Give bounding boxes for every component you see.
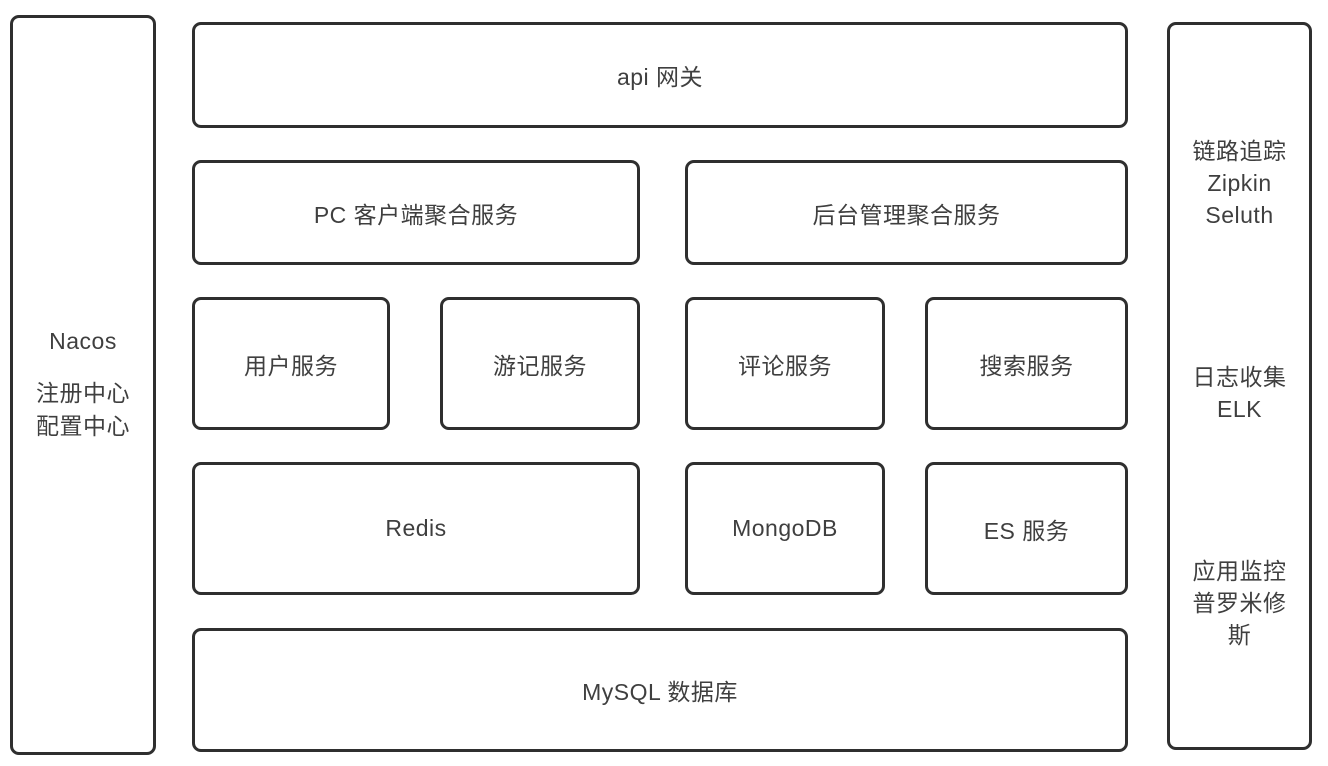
redis-label: Redis <box>385 515 447 541</box>
search-service-label: 搜索服务 <box>979 352 1074 379</box>
search-service-node: 搜索服务 <box>925 297 1128 430</box>
nacos-title: Nacos <box>49 327 117 354</box>
redis-node: Redis <box>192 462 640 595</box>
monitoring-group: 应用监控 普罗米修斯 <box>1188 555 1292 651</box>
mysql-database-label: MySQL 数据库 <box>582 679 738 705</box>
logging-label: 日志收集 <box>1192 364 1287 390</box>
pc-client-aggregation-node: PC 客户端聚合服务 <box>192 160 640 265</box>
observability-panel: 链路追踪 Zipkin Seluth 日志收集 ELK 应用监控 普罗米修斯 <box>1167 22 1312 750</box>
monitoring-tool-prometheus: 普罗米修斯 <box>1192 590 1287 648</box>
nacos-roles: 注册中心 配置中心 <box>27 377 139 443</box>
es-service-node: ES 服务 <box>925 462 1128 595</box>
comment-service-node: 评论服务 <box>685 297 885 430</box>
logging-tool-elk: ELK <box>1217 396 1262 422</box>
mongodb-label: MongoDB <box>732 515 838 541</box>
tracing-group: 链路追踪 Zipkin Seluth <box>1188 135 1292 231</box>
nacos-panel: Nacos 注册中心 配置中心 <box>10 15 156 755</box>
mysql-database-node: MySQL 数据库 <box>192 628 1128 752</box>
api-gateway-node: api 网关 <box>192 22 1128 128</box>
tracing-tool-zipkin: Zipkin <box>1207 170 1272 196</box>
tracing-label: 链路追踪 <box>1192 138 1287 164</box>
comment-service-label: 评论服务 <box>738 352 832 379</box>
admin-aggregation-node: 后台管理聚合服务 <box>685 160 1128 265</box>
nacos-role-registry: 注册中心 <box>36 379 130 406</box>
monitoring-label: 应用监控 <box>1192 558 1287 584</box>
travel-notes-service-node: 游记服务 <box>440 297 640 430</box>
user-service-label: 用户服务 <box>244 352 338 379</box>
travel-notes-service-label: 游记服务 <box>493 352 587 379</box>
admin-aggregation-label: 后台管理聚合服务 <box>812 201 1001 228</box>
es-service-label: ES 服务 <box>983 517 1070 544</box>
api-gateway-label: api 网关 <box>616 64 704 90</box>
mongodb-node: MongoDB <box>685 462 885 595</box>
nacos-role-config: 配置中心 <box>36 412 130 439</box>
logging-group: 日志收集 ELK <box>1188 361 1292 425</box>
pc-client-aggregation-label: PC 客户端聚合服务 <box>313 201 519 228</box>
user-service-node: 用户服务 <box>192 297 390 430</box>
tracing-tool-seluth: Seluth <box>1205 202 1274 228</box>
